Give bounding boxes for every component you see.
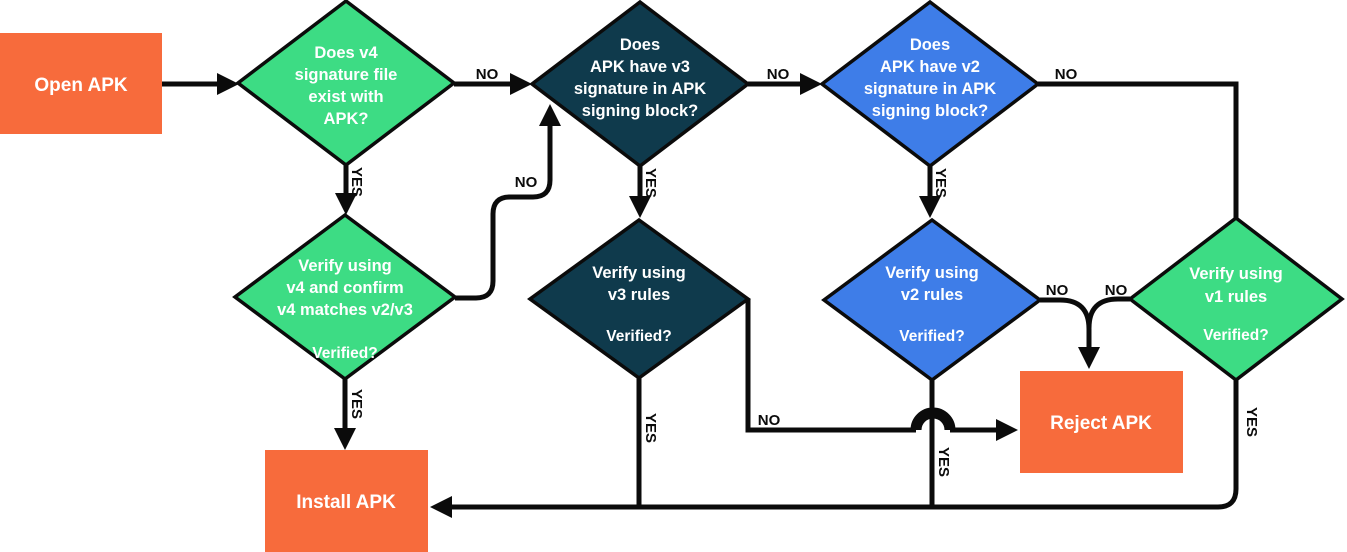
node-verify-v3-question: Verified? bbox=[606, 328, 671, 345]
label-no-verify-v3: NO bbox=[758, 412, 781, 429]
label-no-qv4-to-qv3: NO bbox=[476, 66, 499, 83]
edge-bottom-to-install bbox=[452, 380, 1239, 510]
node-question-v3-line4: signing block? bbox=[582, 102, 698, 120]
node-question-v3-line1: Does bbox=[620, 36, 660, 54]
label-yes-verify-v3: YES bbox=[642, 413, 659, 443]
label-yes-qv4: YES bbox=[348, 167, 365, 197]
node-question-v3-line2: APK have v3 bbox=[590, 58, 690, 76]
label-yes-qv2: YES bbox=[932, 168, 949, 198]
label-no-verify-v2: NO bbox=[1046, 282, 1069, 299]
node-verify-v4-line2: v4 and confirm bbox=[286, 279, 403, 297]
node-question-v4-line3: exist with bbox=[308, 88, 383, 106]
node-verify-v2-line2: v2 rules bbox=[901, 286, 963, 304]
edge-qv2-no-to-verify-v1 bbox=[1038, 81, 1239, 218]
node-verify-v1-line2: v1 rules bbox=[1205, 288, 1267, 306]
node-verify-v1-line1: Verify using bbox=[1189, 265, 1283, 283]
node-verify-v1 bbox=[1127, 215, 1345, 383]
node-open-apk-label: Open APK bbox=[34, 75, 128, 96]
node-install-apk bbox=[265, 450, 428, 552]
arrowhead-into-verify-v3 bbox=[629, 196, 651, 218]
node-question-v3 bbox=[529, 0, 751, 169]
edge-verify-v2-no-curve bbox=[1040, 297, 1092, 349]
node-install-apk-label: Install APK bbox=[296, 492, 396, 513]
node-verify-v4-line1: Verify using bbox=[298, 257, 392, 275]
node-reject-apk-label: Reject APK bbox=[1050, 413, 1152, 434]
node-verify-v4-question: Verified? bbox=[312, 345, 377, 362]
label-yes-qv3: YES bbox=[642, 168, 659, 198]
edge-verify-v1-no-curve bbox=[1086, 296, 1130, 329]
node-question-v4-line4: APK? bbox=[324, 110, 369, 128]
node-question-v2-line3: signature in APK bbox=[864, 80, 996, 98]
node-verify-v3-line1: Verify using bbox=[592, 264, 686, 282]
node-question-v2-line1: Does bbox=[910, 36, 950, 54]
label-yes-verify-v4: YES bbox=[348, 389, 365, 419]
node-open-apk bbox=[0, 33, 162, 134]
arrowhead-into-verify-v4 bbox=[335, 193, 357, 215]
node-question-v4 bbox=[235, 0, 457, 168]
node-question-v4-line1: Does v4 bbox=[314, 44, 378, 62]
node-verify-v4-line3: v4 matches v2/v3 bbox=[277, 301, 413, 319]
node-verify-v2 bbox=[821, 217, 1043, 383]
label-no-qv3-to-qv2: NO bbox=[767, 66, 790, 83]
node-verify-v2-question: Verified? bbox=[899, 328, 964, 345]
arrowhead-into-install bbox=[334, 428, 356, 450]
label-no-scurve: NO bbox=[515, 174, 538, 191]
node-verify-v3 bbox=[527, 217, 751, 381]
edge-verify-v4-no-scurve bbox=[455, 124, 553, 301]
node-reject-apk bbox=[1020, 371, 1183, 473]
arrowhead-into-install-right bbox=[430, 496, 452, 518]
arrowhead-into-qv4 bbox=[217, 73, 239, 95]
node-verify-v3-line2: v3 rules bbox=[608, 286, 670, 304]
node-verify-v2-line1: Verify using bbox=[885, 264, 979, 282]
node-question-v2 bbox=[819, 0, 1041, 169]
arrowhead-into-qv2 bbox=[800, 73, 822, 95]
node-question-v2-line4: signing block? bbox=[872, 102, 988, 120]
label-no-qv2-to-v1: NO bbox=[1055, 66, 1078, 83]
label-no-verify-v1: NO bbox=[1105, 282, 1128, 299]
arrowhead-into-qv3 bbox=[510, 73, 532, 95]
label-yes-verify-v1: YES bbox=[1243, 407, 1260, 437]
node-question-v2-line2: APK have v2 bbox=[880, 58, 980, 76]
label-yes-verify-v2: YES bbox=[935, 447, 952, 477]
node-verify-v1-question: Verified? bbox=[1203, 327, 1268, 344]
arrowhead-into-verify-v2 bbox=[919, 196, 941, 218]
edge-verify-v3-no-part1 bbox=[745, 299, 916, 433]
node-question-v4-line2: signature file bbox=[295, 66, 398, 84]
node-question-v3-line3: signature in APK bbox=[574, 80, 706, 98]
arrowhead-into-reject-top bbox=[1078, 347, 1100, 369]
arrowhead-into-reject-left bbox=[996, 419, 1018, 441]
node-verify-v4 bbox=[232, 212, 458, 382]
arrowhead-into-qv3-bottom bbox=[539, 104, 561, 126]
